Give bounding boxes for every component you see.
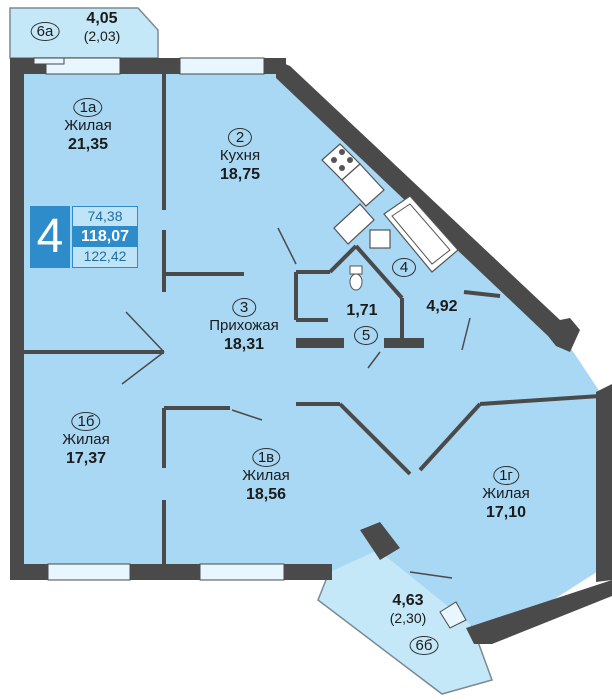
room-area: 1,71 xyxy=(346,302,378,319)
area-values: 74,38 118,07 122,42 xyxy=(72,206,138,268)
room-name: Прихожая xyxy=(209,317,279,335)
room-area: 4,92 xyxy=(426,298,458,315)
room-name: Жилая xyxy=(62,431,110,449)
room-area-4: 4,92 xyxy=(426,298,457,316)
room-number-4: 4 xyxy=(392,258,416,278)
room-area-reduced: (2,30) xyxy=(389,610,427,627)
balcony-6b-label: 4,63 (2,30) xyxy=(390,592,427,629)
apartment-area-badge: 4 74,38 118,07 122,42 xyxy=(30,206,138,268)
room-area-reduced: (2,03) xyxy=(83,28,121,45)
room-number: 6а xyxy=(30,22,60,42)
room-label-1a: 1а Жилая 21,35 xyxy=(64,98,112,154)
room-number: 1в xyxy=(251,448,281,468)
kitchen-counter xyxy=(341,163,385,207)
partition-blocks xyxy=(296,318,424,348)
room-area: 17,10 xyxy=(485,503,527,521)
room-area: 21,35 xyxy=(67,135,109,153)
balcony-6a-label: 4,05 (2,03) xyxy=(84,10,121,47)
living-area: 74,38 xyxy=(87,208,123,224)
room-name: Жилая xyxy=(242,467,290,485)
room-label-2: 2 Кухня 18,75 xyxy=(220,128,260,184)
toilet-icon xyxy=(349,265,363,291)
room-area: 18,56 xyxy=(245,485,287,503)
outer-walls xyxy=(10,58,612,644)
door-swings xyxy=(121,227,471,579)
windows xyxy=(33,57,467,629)
room-number: 1г xyxy=(493,466,519,486)
room-number: 6б xyxy=(409,636,439,656)
room-label-1g: 1г Жилая 17,10 xyxy=(482,466,530,522)
room-label-1b: 1б Жилая 17,37 xyxy=(62,412,110,468)
total-area: 118,07 xyxy=(73,226,137,247)
room-area: 4,63 xyxy=(392,592,424,609)
washbasin-icon xyxy=(369,229,391,249)
apartment-floor xyxy=(12,60,600,640)
room-count: 4 xyxy=(30,206,70,268)
total-area-with-balconies: 122,42 xyxy=(83,248,127,264)
room-area: 18,31 xyxy=(223,335,265,353)
room-number: 1а xyxy=(73,98,103,118)
room-number: 4 xyxy=(392,258,416,278)
room-label-1v: 1в Жилая 18,56 xyxy=(242,448,290,504)
room-number-6a: 6а xyxy=(30,22,60,42)
room-number-5: 5 xyxy=(354,326,378,346)
room-area: 17,37 xyxy=(65,449,107,467)
interior-walls xyxy=(14,74,601,564)
room-number: 5 xyxy=(354,326,378,346)
balcony-6a xyxy=(9,7,159,59)
room-number: 2 xyxy=(228,128,252,148)
room-name: Жилая xyxy=(64,117,112,135)
room-number: 1б xyxy=(71,412,101,432)
room-name: Жилая xyxy=(482,485,530,503)
room-number-6b: 6б xyxy=(409,636,439,656)
room-area: 4,05 xyxy=(86,10,118,27)
bathtub-icon xyxy=(383,195,459,273)
room-name: Кухня xyxy=(219,147,261,165)
room-area-5: 1,71 xyxy=(346,302,377,320)
room-label-3: 3 Прихожая 18,31 xyxy=(209,298,279,354)
kitchen-sink-icon xyxy=(333,203,375,245)
room-area: 18,75 xyxy=(219,165,261,183)
room-number: 3 xyxy=(231,298,256,318)
